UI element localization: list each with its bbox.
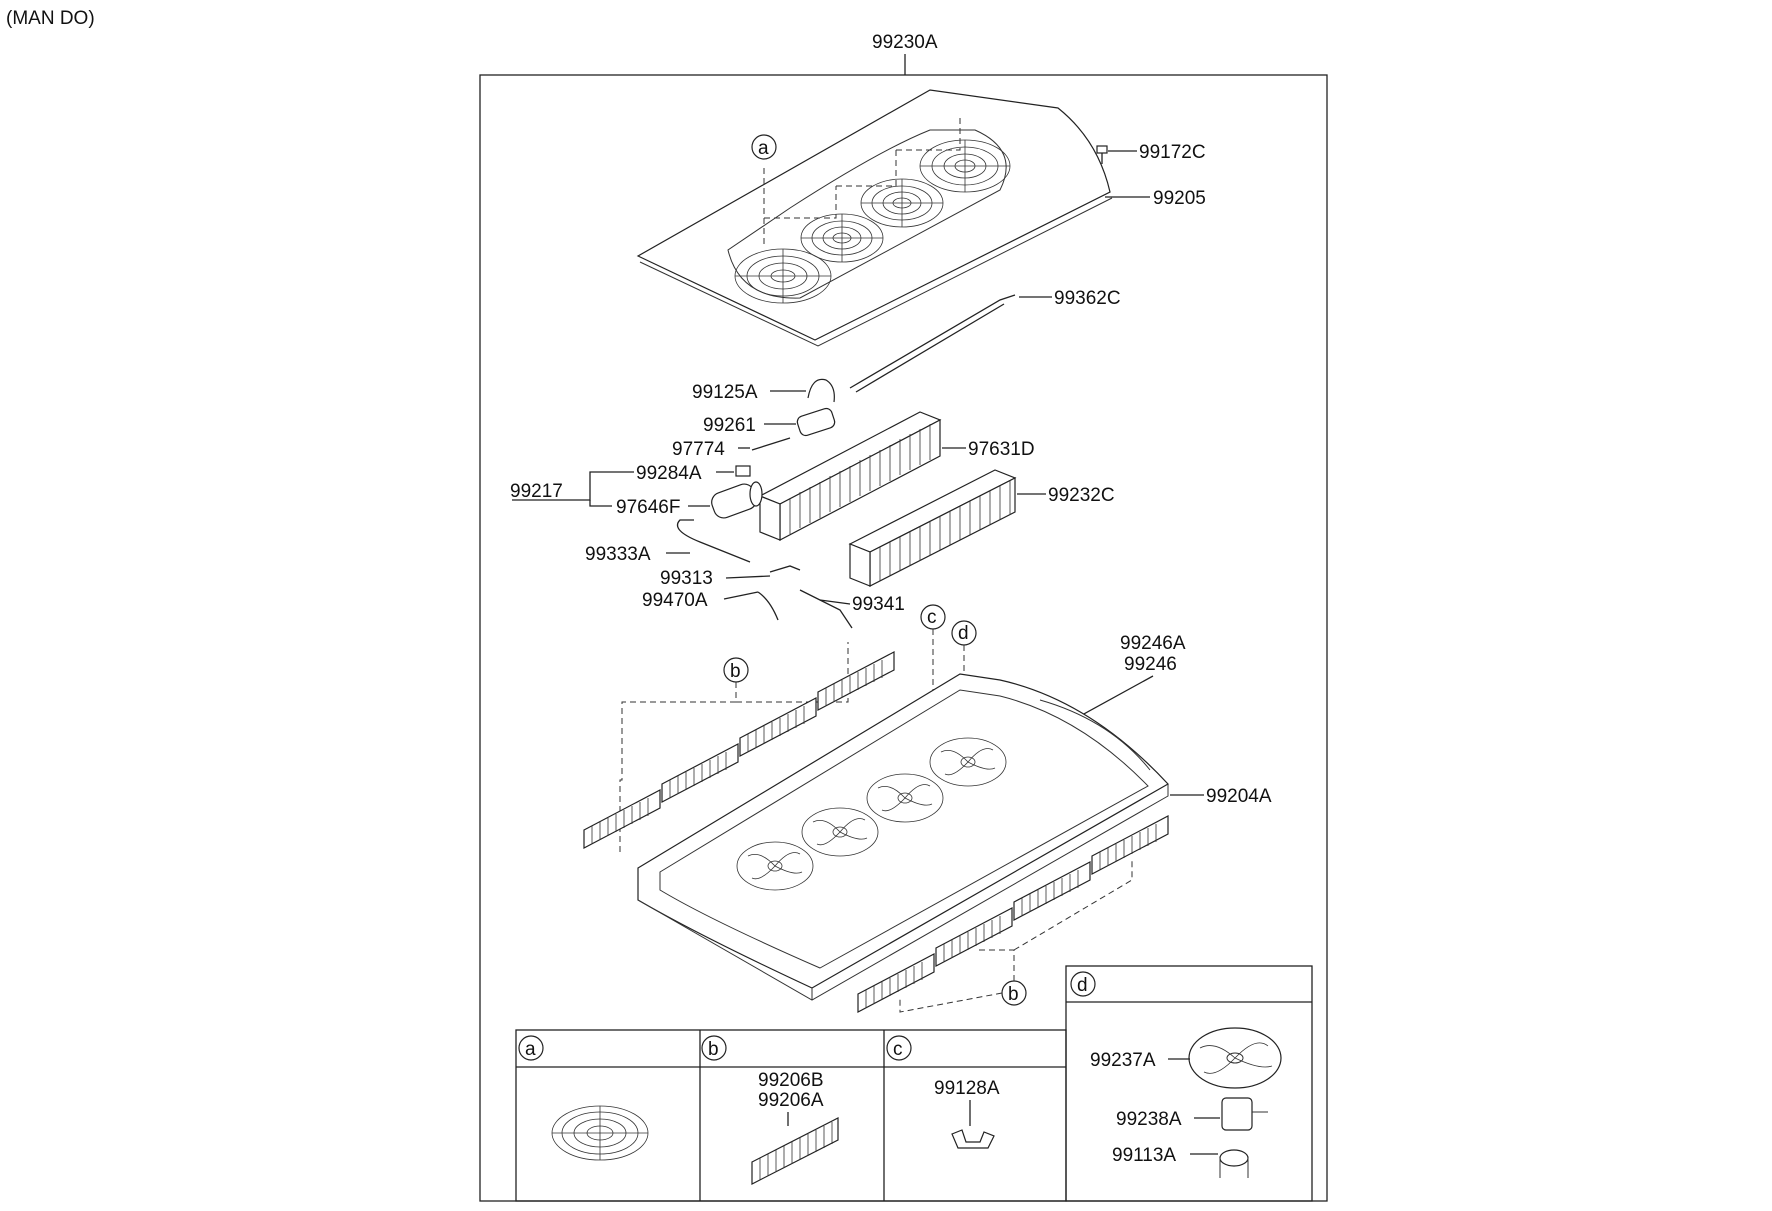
assembly-part-number[interactable]: 99230A <box>872 32 938 53</box>
hose[interactable] <box>849 294 1016 389</box>
variant-label: (MAN DO) <box>6 8 95 29</box>
top-cover[interactable] <box>636 89 1113 347</box>
callout-99284A[interactable]: 99284A <box>636 463 702 484</box>
callout-97631D[interactable]: 97631D <box>968 439 1035 460</box>
pipe[interactable] <box>676 519 751 563</box>
detail-box-a: a <box>518 1035 649 1161</box>
svg-text:d: d <box>1077 975 1088 996</box>
marker-b-upper[interactable]: b <box>723 657 749 683</box>
expansion-valve[interactable] <box>735 465 751 477</box>
callout-99125A[interactable]: 99125A <box>692 382 758 403</box>
grille-strips-upper[interactable] <box>583 651 895 849</box>
bolt[interactable] <box>751 437 791 451</box>
callout-99470A[interactable]: 99470A <box>642 590 708 611</box>
callout-99204A[interactable]: 99204A <box>1206 786 1272 807</box>
detail-b-part-0[interactable]: 99206B <box>758 1070 824 1091</box>
callout-97646F[interactable]: 97646F <box>616 497 680 518</box>
svg-text:c: c <box>927 607 937 628</box>
detail-d-part-1[interactable]: 99238A <box>1116 1109 1182 1130</box>
callout-99205[interactable]: 99205 <box>1153 188 1206 209</box>
motor-bracket-detail[interactable] <box>1219 1149 1249 1178</box>
fan-blades[interactable] <box>736 737 1007 891</box>
svg-text:a: a <box>758 138 769 159</box>
hose-fitting[interactable] <box>757 591 779 621</box>
fan-blade-detail[interactable] <box>1188 1027 1282 1089</box>
fan-motor-detail[interactable] <box>1221 1097 1268 1131</box>
callout-99333A[interactable]: 99333A <box>585 544 651 565</box>
marker-d[interactable]: d <box>951 620 977 646</box>
line-assembly[interactable] <box>799 589 853 629</box>
callout-99232C[interactable]: 99232C <box>1048 485 1115 506</box>
callout-99313[interactable]: 99313 <box>660 568 713 589</box>
callout-99217[interactable]: 99217 <box>510 481 563 502</box>
condenser-core[interactable] <box>848 469 1017 587</box>
grille-strip-detail[interactable] <box>751 1117 839 1185</box>
detail-d-part-2[interactable]: 99113A <box>1112 1145 1176 1166</box>
marker-b-lower[interactable]: b <box>1001 980 1027 1006</box>
marker-a[interactable]: a <box>751 134 777 160</box>
callout-99172C[interactable]: 99172C <box>1139 142 1206 163</box>
detail-box-c: c 99128A <box>886 1035 1000 1149</box>
bracket-detail[interactable] <box>951 1129 995 1149</box>
callout-99341[interactable]: 99341 <box>852 594 905 615</box>
svg-text:b: b <box>730 661 741 682</box>
fan-guard-detail[interactable] <box>551 1105 649 1161</box>
blower-motor[interactable] <box>709 481 763 520</box>
grille-strips-lower[interactable] <box>857 815 1169 1013</box>
detail-box-b: b 99206B 99206A <box>701 1035 839 1185</box>
callout-97774[interactable]: 97774 <box>672 439 725 460</box>
fitting[interactable] <box>769 565 801 573</box>
detail-b-part-1[interactable]: 99206A <box>758 1090 824 1111</box>
receiver-drier[interactable] <box>796 407 836 437</box>
base-housing[interactable] <box>637 673 1169 1001</box>
svg-text:d: d <box>958 623 969 644</box>
callout-99246A[interactable]: 99246A <box>1120 633 1186 654</box>
evaporator-core[interactable] <box>758 411 942 541</box>
detail-d-part-0[interactable]: 99237A <box>1090 1050 1156 1071</box>
screw[interactable] <box>1096 145 1108 164</box>
svg-text:b: b <box>1008 984 1019 1005</box>
callout-99261[interactable]: 99261 <box>703 415 756 436</box>
marker-c[interactable]: c <box>920 604 946 630</box>
detail-box-d: d 99237A 99238A 99113A <box>1065 965 1313 1202</box>
svg-text:a: a <box>525 1039 536 1060</box>
callout-99362C[interactable]: 99362C <box>1054 288 1121 309</box>
clamp[interactable] <box>807 378 835 403</box>
svg-text:c: c <box>893 1039 903 1060</box>
callout-99246[interactable]: 99246 <box>1124 654 1177 675</box>
detail-c-part-0[interactable]: 99128A <box>934 1078 1000 1099</box>
svg-text:b: b <box>708 1039 719 1060</box>
